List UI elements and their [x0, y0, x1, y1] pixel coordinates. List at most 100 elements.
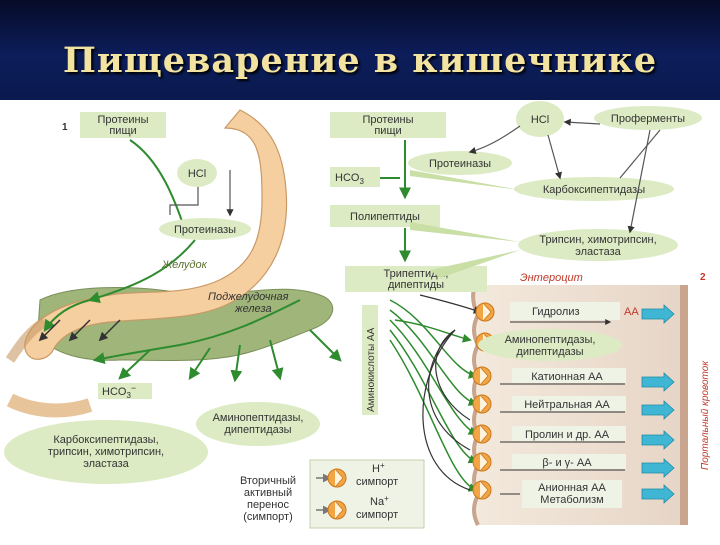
flow-arrow — [619, 129, 661, 179]
label-box — [330, 112, 446, 138]
anionic-line1: Анионная АА — [538, 482, 606, 494]
p2-proteases-label: Протеиназы — [429, 158, 491, 170]
proenzymes-bubble — [594, 106, 702, 130]
flow-arrow — [419, 294, 482, 314]
p2-proteins-line1: Протеины — [362, 114, 413, 126]
stomach-shape — [24, 109, 288, 360]
p2-proteases-bubble — [408, 151, 512, 175]
carrier-icon — [472, 366, 492, 386]
label-box — [512, 396, 626, 411]
panel2-number: 2 — [700, 272, 706, 283]
label-box — [80, 112, 166, 138]
enzyme-wedge — [410, 170, 520, 190]
carboxy-line3: эластаза — [83, 458, 129, 470]
flow-arrow — [179, 299, 301, 346]
p2-hcl-bubble — [516, 101, 564, 137]
flow-arrow — [468, 125, 521, 154]
label-box — [512, 368, 626, 383]
p2-aminopep-bubble — [478, 329, 622, 361]
hcl-label: HCl — [188, 168, 206, 180]
amino-acids-label: Аминокислоты АА — [366, 327, 377, 412]
carrier-icon — [472, 424, 492, 444]
hco3-label: HCO3− — [102, 383, 136, 400]
pancreas-line2: железа — [234, 303, 272, 315]
pancreas-line1: Поджелудочная — [208, 291, 289, 303]
label-box — [510, 302, 620, 320]
h-symport-text: симпорт — [356, 476, 398, 488]
intestine-shape — [6, 393, 93, 418]
neutral-label: Нейтральная АА — [524, 399, 610, 411]
flow-arrow — [389, 339, 478, 492]
slide-title: Пищеварение в кишечнике — [62, 40, 658, 81]
na-symport-text: симпорт — [356, 509, 398, 521]
flow-arrow — [563, 118, 601, 126]
flow-arrow — [118, 349, 151, 380]
flow-arrow — [422, 329, 471, 491]
flow-arrow — [435, 329, 471, 421]
hydrolysis-label: Гидролиз — [532, 306, 580, 318]
flow-arrow — [129, 139, 188, 233]
basolateral-membrane — [680, 285, 688, 525]
carboxypeptidase-label: Карбоксипептидазы — [543, 184, 645, 196]
p2-aminopep-line1: Аминопептидазы, — [505, 334, 596, 346]
label-box — [512, 454, 626, 469]
tripeptides-line2: дипептиды — [388, 279, 444, 291]
carboxypeptidase-bubble — [514, 177, 674, 201]
flow-arrow — [188, 347, 211, 380]
portal-label: Портальный кровоток — [700, 360, 711, 470]
flow-arrow — [627, 129, 651, 234]
proteases-bubble — [159, 218, 251, 240]
label-box — [330, 167, 380, 187]
carboxy-line1: Карбоксипептидазы, — [53, 434, 158, 446]
flow-arrow — [389, 319, 478, 435]
na-symport-label: Na+ — [370, 494, 389, 508]
flow-arrow — [38, 319, 61, 342]
proline-label: Пролин и др. АА — [525, 429, 610, 441]
label-box — [98, 383, 152, 399]
carrier-icon — [472, 452, 492, 472]
flow-arrow — [68, 319, 91, 342]
cationic-label: Катионная АА — [531, 371, 603, 383]
p2-aminopep-line2: дипептидазы — [516, 346, 583, 358]
flow-arrow — [547, 134, 562, 180]
p2-hco3-label: HCO3 — [335, 172, 364, 186]
duodenum-shape — [5, 317, 48, 363]
p2-proteins-line2: пищи — [374, 125, 401, 137]
flow-arrow — [269, 339, 284, 381]
carrier-icon — [472, 480, 492, 500]
hcl-bubble — [177, 159, 217, 187]
secondary-line3: перенос — [247, 499, 290, 511]
enzyme-wedge — [430, 250, 520, 278]
na-carrier-icon — [327, 500, 347, 520]
secondary-line2: активный — [244, 487, 292, 499]
proteases-label: Протеиназы — [174, 224, 236, 236]
flow-arrow — [87, 239, 196, 303]
flow-arrow — [169, 180, 199, 215]
secondary-line4: (симпорт) — [243, 511, 293, 523]
enterocyte-label: Энтероцит — [520, 272, 583, 284]
proenzymes-label: Проферменты — [611, 113, 685, 125]
trypsin-bubble — [518, 229, 678, 261]
digestion-diagram: 1 Протеины пищи HCl Протеиназы Желудок П… — [4, 101, 711, 529]
stomach-label: Желудок — [161, 259, 208, 271]
label-box — [345, 266, 487, 292]
label-box — [362, 305, 378, 415]
carrier-icon — [475, 302, 495, 322]
aa-label: АА — [624, 306, 639, 318]
diagram-stage: 1 Протеины пищи HCl Протеиназы Желудок П… — [0, 100, 720, 540]
h-carrier-icon — [327, 468, 347, 488]
enzyme-wedge — [410, 222, 520, 242]
flow-arrow — [428, 329, 471, 451]
beta-gamma-label: β- и γ- АА — [542, 457, 592, 469]
proteins-food-line1: Протеины — [97, 114, 148, 126]
label-box — [522, 480, 622, 508]
carboxy-line2: трипсин, химотрипсин, — [48, 446, 164, 458]
flow-arrow — [389, 329, 478, 464]
flow-arrow — [309, 329, 342, 362]
trypsin-line1: Трипсин, химотрипсин, — [539, 234, 656, 246]
title-bar — [0, 0, 720, 100]
label-box — [330, 205, 440, 227]
flow-arrow — [389, 309, 478, 406]
carboxy-bubble — [4, 420, 208, 484]
aminopeptidase-bubble — [196, 402, 320, 446]
